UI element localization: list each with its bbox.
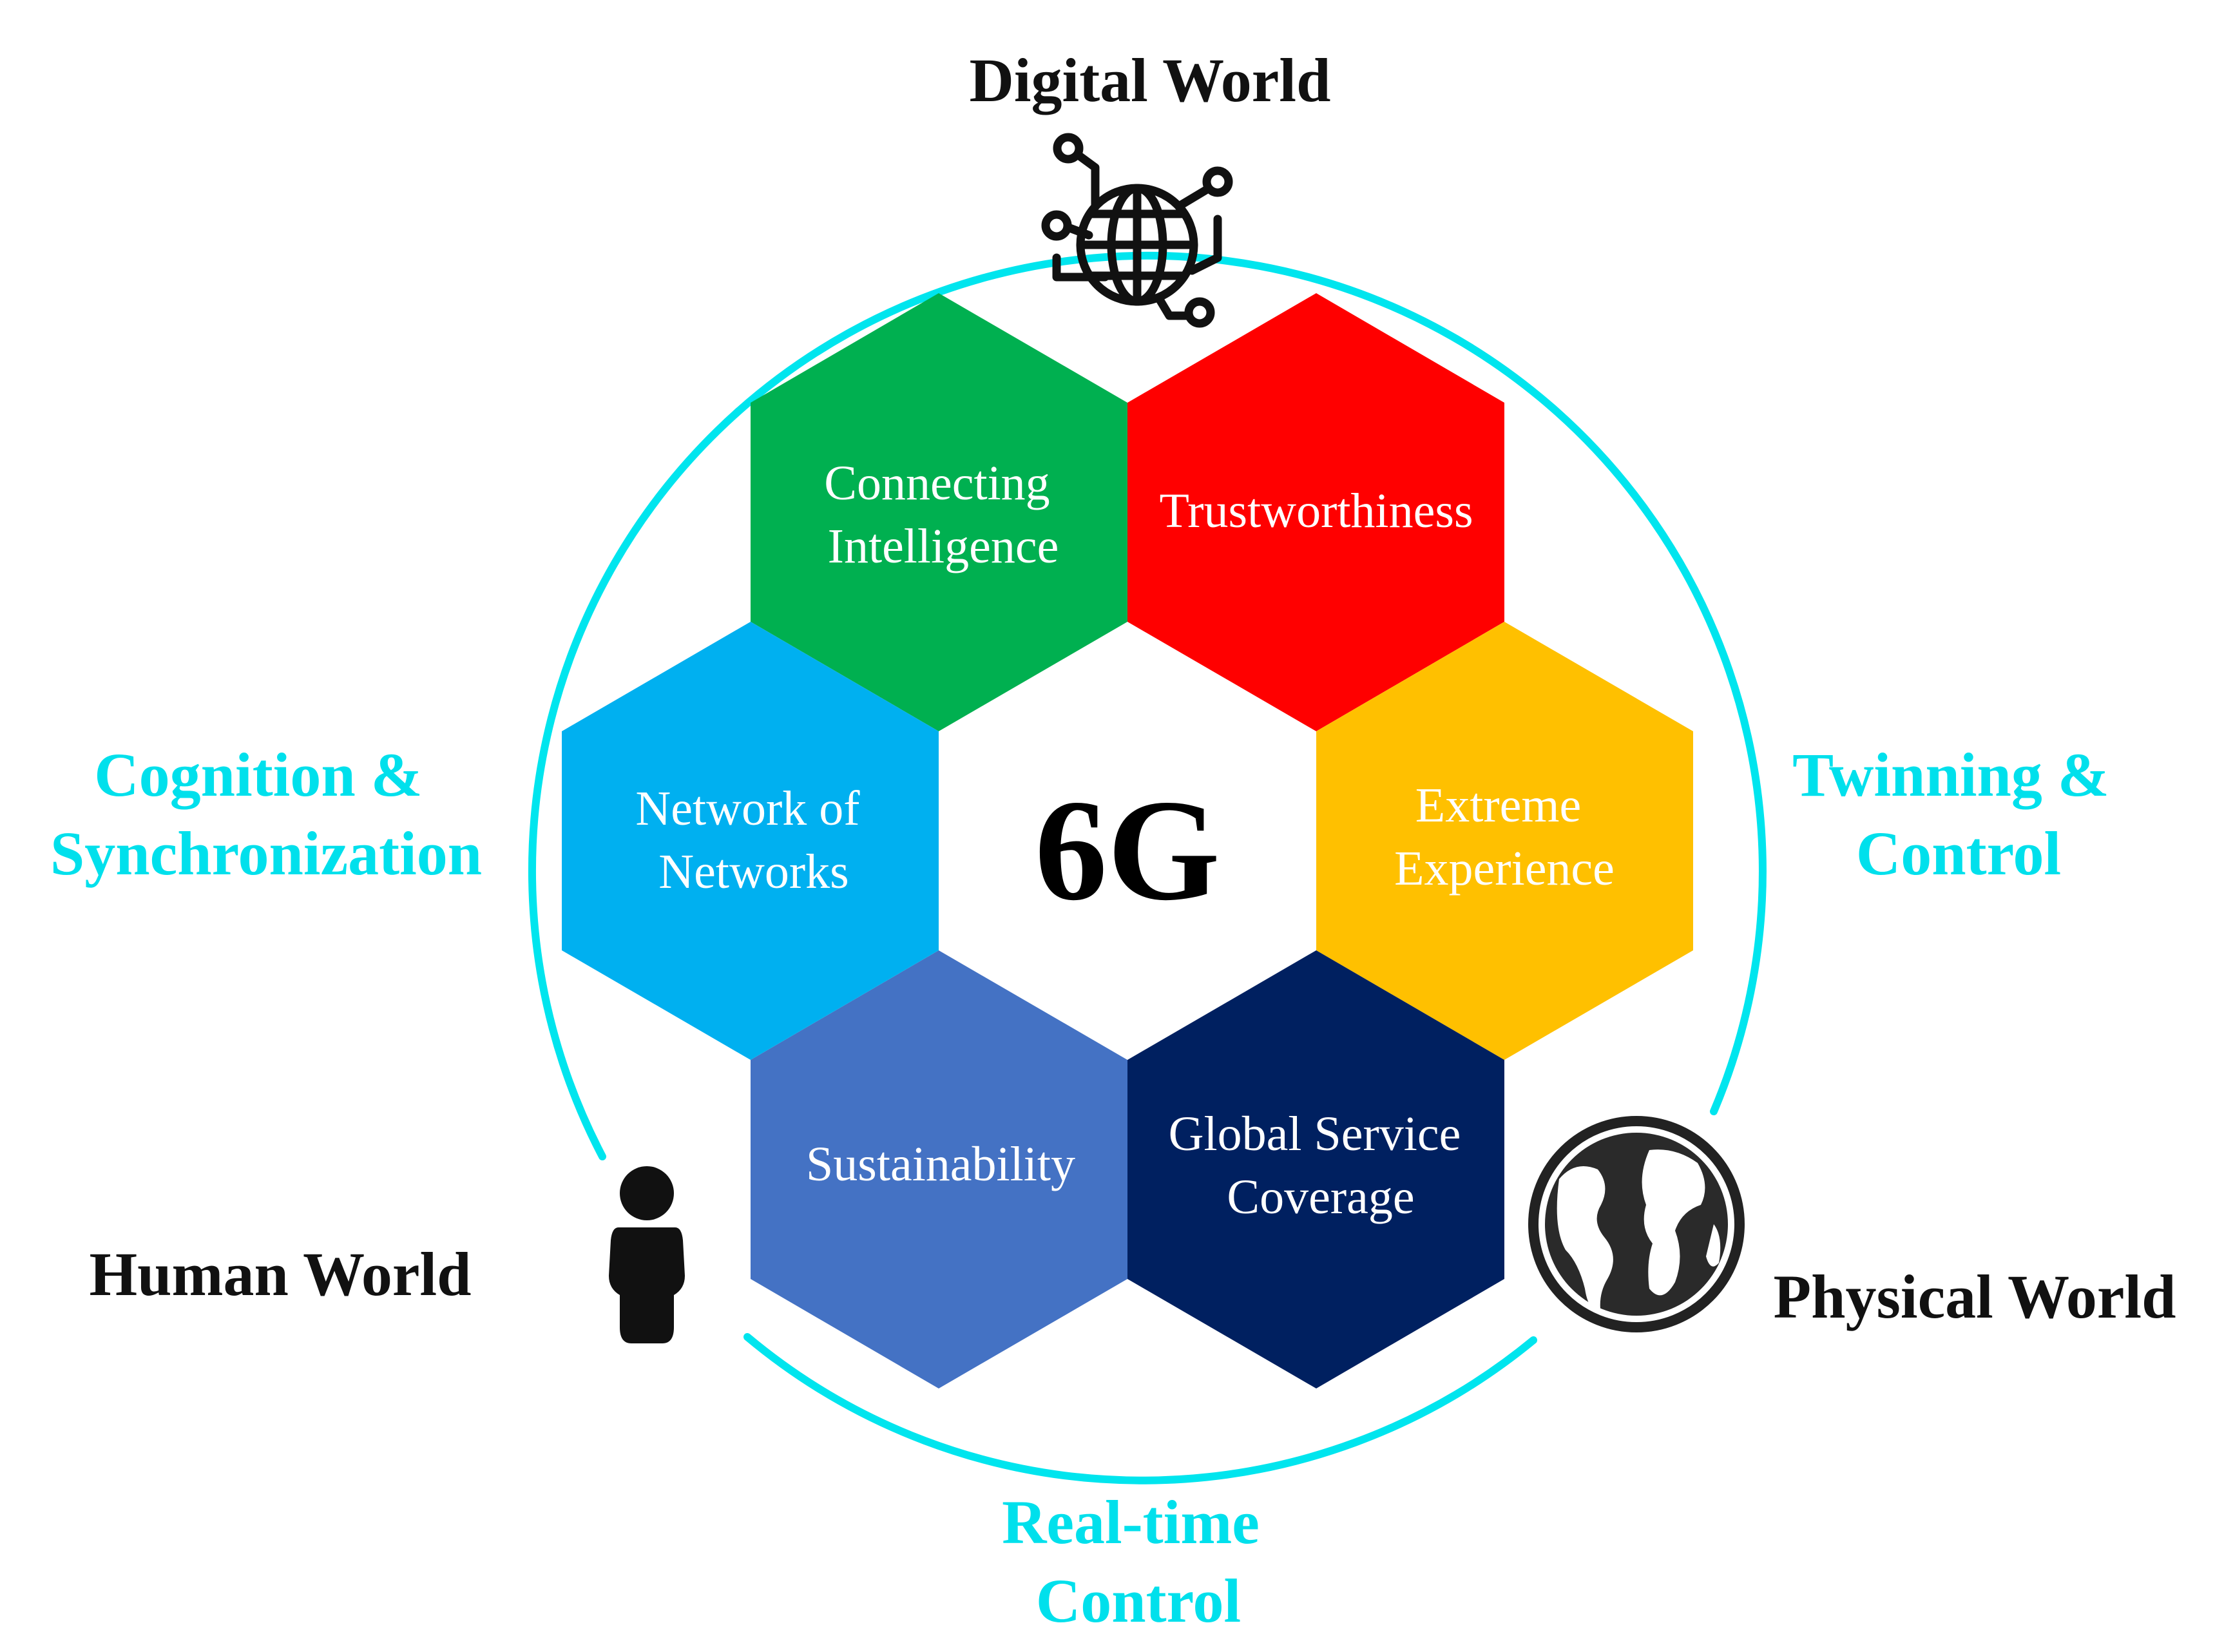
hex-shape bbox=[1316, 622, 1693, 1060]
hex-shape bbox=[751, 293, 1127, 731]
person-icon-head bbox=[620, 1166, 674, 1220]
hex-network-of-networks: Network of Networks bbox=[562, 622, 939, 1060]
globe-circuit-icon-node bbox=[1053, 133, 1084, 164]
hex-shape bbox=[1127, 293, 1504, 731]
globe-circuit-icon bbox=[1041, 133, 1233, 328]
hex-label-line-1: Sustainability bbox=[806, 1137, 1075, 1191]
hex-label: Sustainability bbox=[806, 1137, 1075, 1191]
globe-circuit-icon-node bbox=[1184, 297, 1215, 328]
human-world-label: Human World bbox=[89, 1240, 471, 1309]
globe-circuit-icon-traces bbox=[1052, 149, 1222, 320]
hex-label: Connecting Intelligence bbox=[824, 456, 1062, 573]
hex-shape bbox=[751, 950, 1127, 1388]
digital-world-label: Digital World bbox=[970, 46, 1331, 115]
physical-world-label: Physical World bbox=[1774, 1262, 2176, 1331]
hex-connecting-intelligence: Connecting Intelligence bbox=[751, 293, 1127, 731]
person-icon-body bbox=[609, 1227, 685, 1343]
outer-ring bbox=[528, 251, 1767, 1484]
hex-label: Trustworthiness bbox=[1159, 484, 1473, 538]
hex-extreme-experience: Extreme Experience bbox=[1316, 622, 1693, 1060]
hex-label: Global Service Coverage bbox=[1169, 1107, 1473, 1224]
hex-label-line-1: Connecting bbox=[824, 456, 1050, 510]
hex-label-line-2: Coverage bbox=[1227, 1170, 1414, 1224]
hex-label: Network of Networks bbox=[635, 782, 872, 899]
globe-circuit-icon-node bbox=[1202, 166, 1233, 197]
hex-label-line-2: Intelligence bbox=[828, 519, 1059, 573]
center-label: 6G bbox=[1035, 769, 1220, 930]
globe-circuit-icon-node bbox=[1041, 210, 1072, 241]
hex-label: Extreme Experience bbox=[1394, 778, 1615, 896]
hex-global-service-coverage: Global Service Coverage bbox=[1127, 950, 1504, 1388]
center-hexagon bbox=[939, 622, 1316, 1060]
hex-label-line-2: Experience bbox=[1394, 841, 1615, 896]
hex-label-line-1: Network of bbox=[635, 782, 860, 836]
hex-shape bbox=[1127, 950, 1504, 1388]
hexagon-cluster: Connecting Intelligence Trustworthiness … bbox=[562, 293, 1693, 1388]
relation-label-bottom-line-1: Real-time bbox=[1002, 1488, 1260, 1557]
relation-label-right-line-2: Control bbox=[1856, 819, 2061, 888]
ring-arc-main bbox=[528, 251, 1767, 1160]
relation-label-left-line-2: Synchronization bbox=[50, 819, 482, 888]
hex-label-line-2: Networks bbox=[658, 845, 849, 899]
hex-label-line-1: Trustworthiness bbox=[1159, 484, 1473, 538]
hex-shape bbox=[562, 622, 939, 1060]
relation-label-bottom-line-2: Control bbox=[1036, 1566, 1241, 1635]
ring-arc-bottom bbox=[743, 1333, 1537, 1484]
relation-label-bottom: Real-time Control bbox=[1002, 1488, 1275, 1635]
relation-label-right: Twinning & Control bbox=[1792, 740, 2125, 888]
relation-label-right-line-1: Twinning & bbox=[1792, 740, 2109, 809]
earth-globe-icon bbox=[1528, 1116, 1745, 1332]
person-icon bbox=[609, 1166, 685, 1343]
relation-label-left-line-1: Cognition & bbox=[94, 740, 422, 809]
hex-label-line-1: Global Service bbox=[1169, 1107, 1461, 1161]
earth-globe-icon-land bbox=[1557, 1149, 1721, 1314]
hex-sustainability: Sustainability bbox=[751, 950, 1127, 1388]
relation-label-left: Cognition & Synchronization bbox=[50, 740, 482, 888]
hex-label-line-1: Extreme bbox=[1415, 778, 1581, 832]
hex-trustworthiness: Trustworthiness bbox=[1127, 293, 1504, 731]
